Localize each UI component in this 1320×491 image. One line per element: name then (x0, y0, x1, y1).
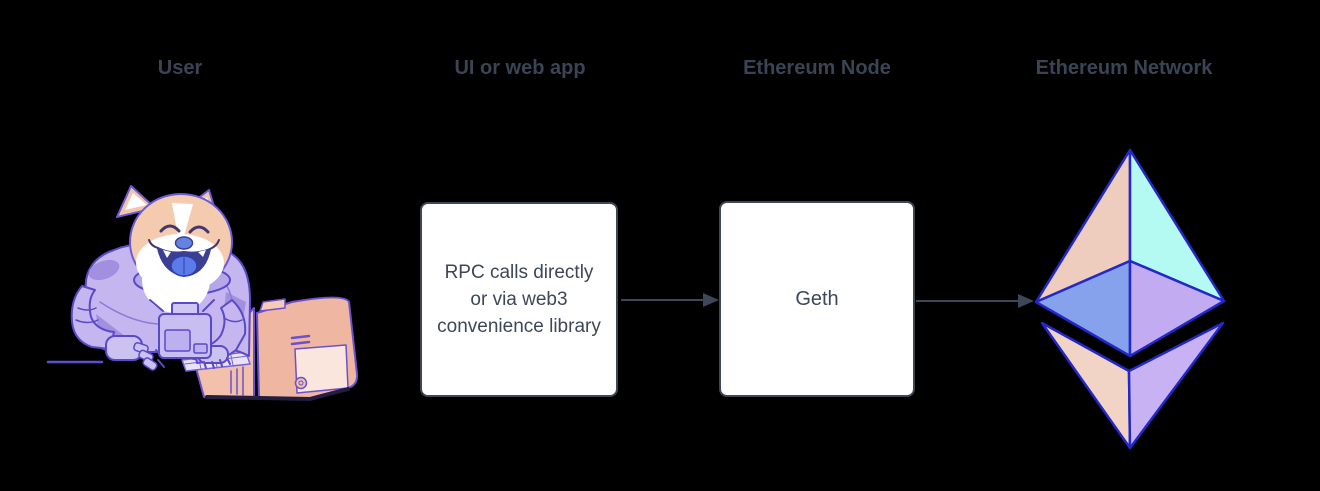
doge-left-arm-robot-hand (70, 285, 165, 371)
chest-pack (149, 299, 215, 359)
column-label-ui-or-web-app: UI or web app (454, 57, 586, 79)
ethereum-node-box: Geth (719, 201, 915, 397)
ui-web-app-box-text: RPC calls directly or via web3 convenien… (437, 262, 601, 337)
column-label-ethereum-node: Ethereum Node (743, 57, 891, 79)
arrowhead-icon (703, 293, 719, 307)
arrowhead-icon (1018, 294, 1034, 308)
column-label-ethereum-network: Ethereum Network (1035, 57, 1213, 79)
column-label-user: User (157, 57, 203, 79)
doge-at-computer-illustration (46, 185, 359, 401)
logo-middle-right-face (1128, 259, 1226, 358)
doge-head (116, 185, 233, 292)
arrow-node-to-network (916, 294, 1034, 308)
ethereum-logo (1034, 148, 1226, 450)
ui-web-app-box: RPC calls directly or via web3 convenien… (420, 202, 618, 397)
retro-computer (195, 296, 359, 401)
ethereum-node-box-text: Geth (795, 287, 839, 310)
logo-lower-right-face (1127, 321, 1225, 450)
arrow-ui-to-node (621, 293, 719, 307)
